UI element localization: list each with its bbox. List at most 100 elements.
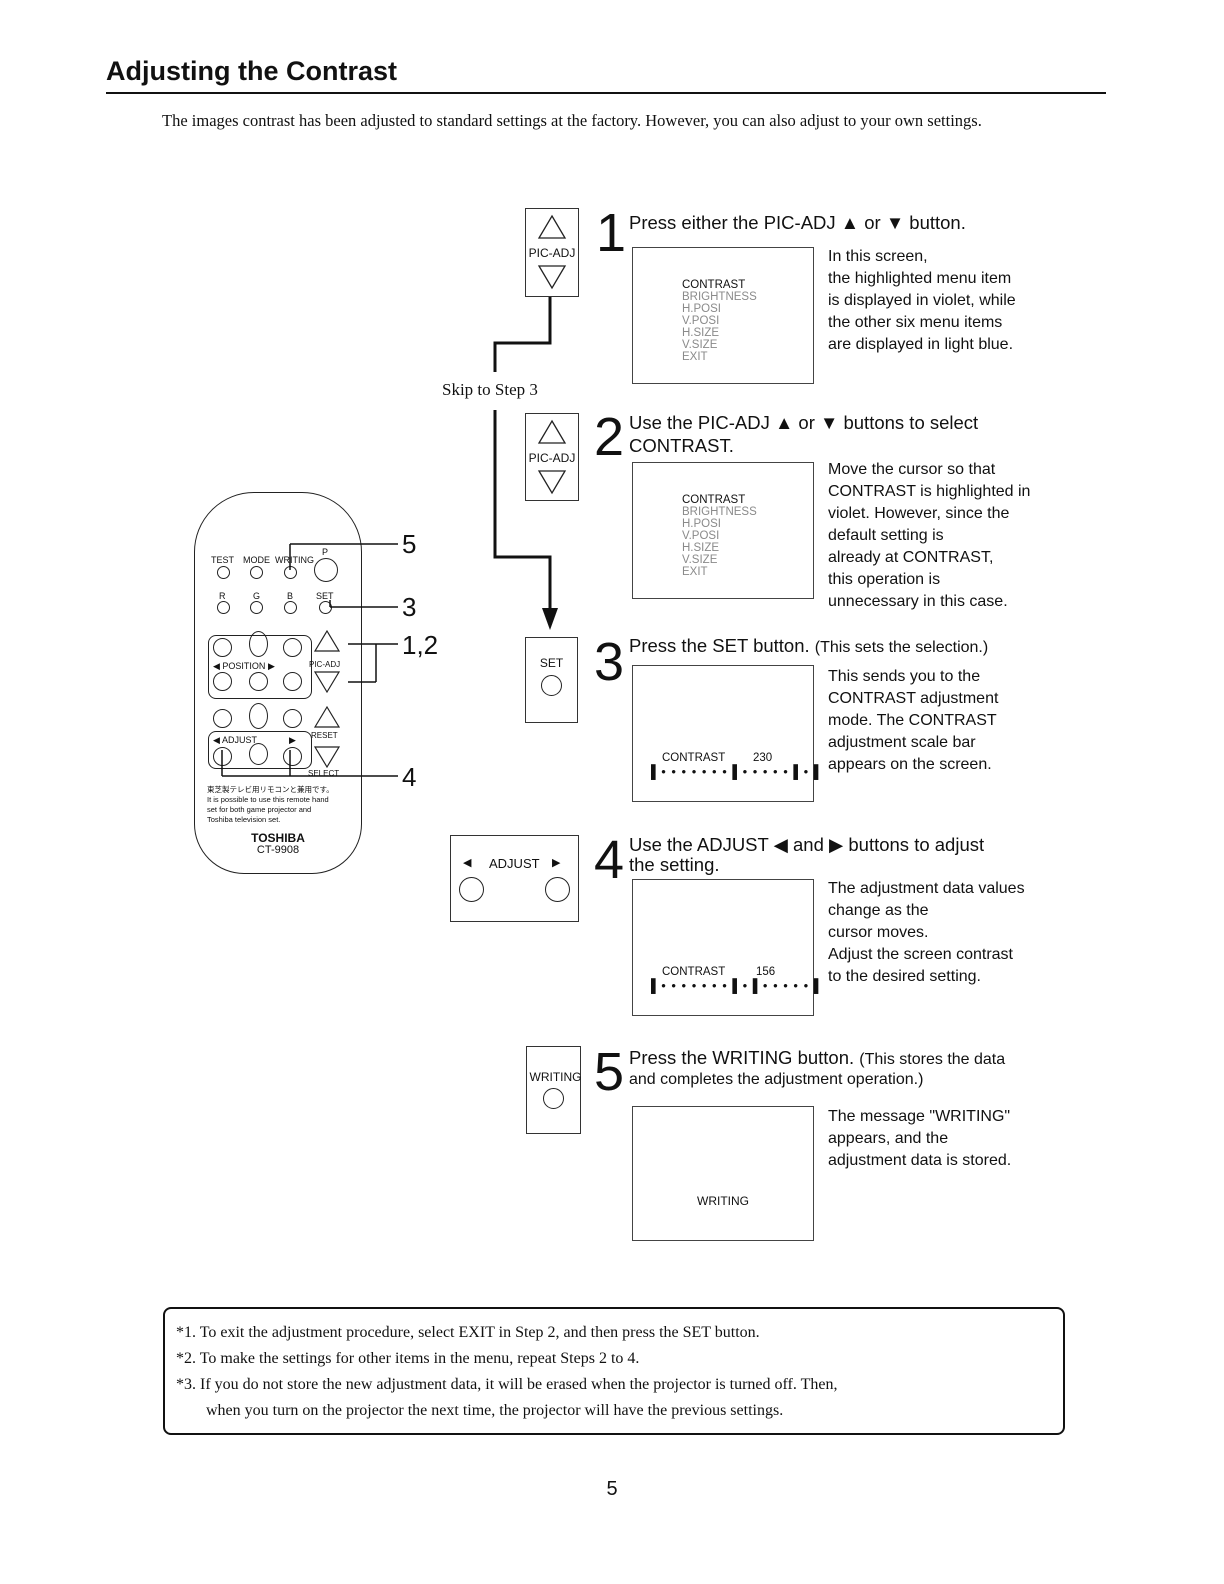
position-up-button[interactable] [249, 631, 268, 657]
step-number: 1 [596, 203, 627, 263]
triangle-down-icon[interactable] [313, 745, 341, 769]
step-number: 4 [594, 830, 625, 890]
callout-4: 4 [402, 762, 417, 792]
pic-adj-button-step2[interactable]: PIC-ADJ [525, 413, 579, 501]
pic-adj-up-icon[interactable] [313, 629, 341, 653]
test-button[interactable] [217, 566, 230, 579]
note-1: *1. To exit the adjustment procedure, se… [176, 1324, 760, 1341]
pic-adj-down-icon[interactable] [313, 670, 341, 694]
writing-label: WRITING [529, 1070, 582, 1084]
b-button[interactable] [284, 601, 297, 614]
remote-label: MODE [243, 555, 270, 565]
remote-button[interactable] [249, 743, 268, 765]
remote-button[interactable] [283, 638, 302, 657]
remote-label: TEST [211, 555, 235, 565]
writing-button[interactable]: WRITING [526, 1046, 582, 1134]
step-description: In this screen,the highlighted menu item… [828, 248, 1016, 353]
set-label: SET [539, 656, 564, 670]
remote-label: ▶ [289, 735, 296, 745]
menu-item: V.POSI [682, 315, 720, 327]
step-heading-cont: CONTRAST. [629, 435, 734, 456]
r-button[interactable] [217, 601, 230, 614]
screen-value: 156 [756, 966, 776, 978]
menu-list: CONTRAST BRIGHTNESS H.POSI V.POSI H.SIZE… [682, 279, 757, 363]
left-arrow-icon: ◀ [463, 857, 472, 869]
remote-label: WRITING [275, 555, 314, 565]
page-number: 5 [606, 1478, 618, 1500]
pic-adj-button-step1[interactable]: PIC-ADJ [525, 208, 579, 297]
note-3: *3. If you do not store the new adjustme… [176, 1376, 838, 1393]
screen-label: CONTRAST [662, 966, 726, 978]
remote-info-text: 東芝製テレビ用リモコンと兼用です。 It is possible to use … [207, 785, 334, 824]
remote-label: P [322, 547, 329, 557]
callout-lines [221, 543, 398, 777]
remote-button[interactable] [283, 709, 302, 728]
adjust-buttons[interactable]: ◀ ADJUST ▶ [450, 835, 579, 922]
step-heading: Use the ADJUST ◀ and ▶ buttons to adjust [629, 834, 985, 855]
position-left-button[interactable] [213, 672, 232, 691]
remote-button[interactable] [213, 638, 232, 657]
remote-label: G [253, 591, 261, 601]
remote-button[interactable] [249, 703, 268, 729]
step-heading: Use the PIC-ADJ ▲ or ▼ buttons to select [629, 412, 979, 433]
set-button[interactable]: SET [525, 637, 578, 723]
page-title: Adjusting the Contrast [106, 56, 397, 86]
step-number: 3 [594, 632, 625, 692]
screen-contrast-step3: CONTRAST 230 ▌• • • • • • • ▌• • • • • ▌… [632, 665, 823, 802]
mode-button[interactable] [250, 566, 263, 579]
up-arrow-icon [537, 214, 567, 239]
screen-label: WRITING [697, 1194, 749, 1208]
remote-label: PIC-ADJ [309, 660, 341, 669]
skip-label: Skip to Step 3 [442, 380, 538, 399]
round-button-icon [541, 675, 562, 696]
position-down-button[interactable] [249, 672, 268, 691]
remote-label: SELECT [308, 769, 340, 778]
menu-item: BRIGHTNESS [682, 506, 757, 518]
note-2: *2. To make the settings for other items… [176, 1350, 640, 1367]
menu-item: EXIT [682, 566, 708, 578]
remote-label: R [219, 591, 226, 601]
adjust-left-button[interactable] [459, 877, 484, 902]
menu-item: V.SIZE [682, 339, 718, 351]
screen-writing-step5: WRITING [632, 1106, 814, 1241]
step-heading: Press the WRITING button. (This stores t… [629, 1047, 1006, 1068]
p-button[interactable] [314, 558, 338, 582]
menu-item: H.POSI [682, 303, 721, 315]
adjust-label: ADJUST [489, 856, 540, 871]
step-number: 5 [594, 1042, 625, 1102]
adjust-right-button[interactable] [545, 877, 570, 902]
position-right-button[interactable] [283, 672, 302, 691]
menu-item: V.SIZE [682, 554, 718, 566]
round-button-icon [543, 1088, 564, 1109]
remote-label: SET [316, 591, 334, 601]
callout-5: 5 [402, 529, 417, 559]
title-rule [106, 92, 1106, 94]
pic-adj-label: PIC-ADJ [528, 246, 576, 260]
down-arrow-icon [537, 265, 567, 290]
step-heading-cont: and completes the adjustment operation.) [629, 1071, 924, 1088]
step-heading: Press either the PIC-ADJ ▲ or ▼ button. [629, 212, 966, 233]
adjust-right-remote-button[interactable] [283, 747, 302, 766]
down-arrow-icon [537, 470, 567, 495]
remote-control: TEST MODE WRITING P R G B SET ◀ POSITION… [194, 492, 362, 874]
screen-label: CONTRAST [662, 752, 726, 764]
intro-paragraph: The images contrast has been adjusted to… [162, 111, 982, 130]
notes-box [163, 1307, 1065, 1435]
step-number: 2 [594, 407, 625, 467]
screen-value: 230 [753, 752, 773, 764]
remote-button[interactable] [213, 709, 232, 728]
remote-model: CT-9908 [256, 844, 300, 856]
callout-1-2: 1,2 [402, 630, 439, 660]
callout-3: 3 [402, 592, 417, 622]
triangle-up-icon[interactable] [313, 705, 341, 729]
right-arrow-icon: ▶ [552, 857, 561, 869]
menu-list: CONTRAST BRIGHTNESS H.POSI V.POSI H.SIZE… [682, 494, 757, 578]
g-button[interactable] [250, 601, 263, 614]
menu-item: H.POSI [682, 518, 721, 530]
menu-item: H.SIZE [682, 327, 720, 339]
screen-contrast-step4: CONTRAST 156 ▌• • • • • • • ▌• ▌• • • • … [632, 879, 823, 1016]
remote-label: ◀ POSITION ▶ [213, 661, 275, 671]
